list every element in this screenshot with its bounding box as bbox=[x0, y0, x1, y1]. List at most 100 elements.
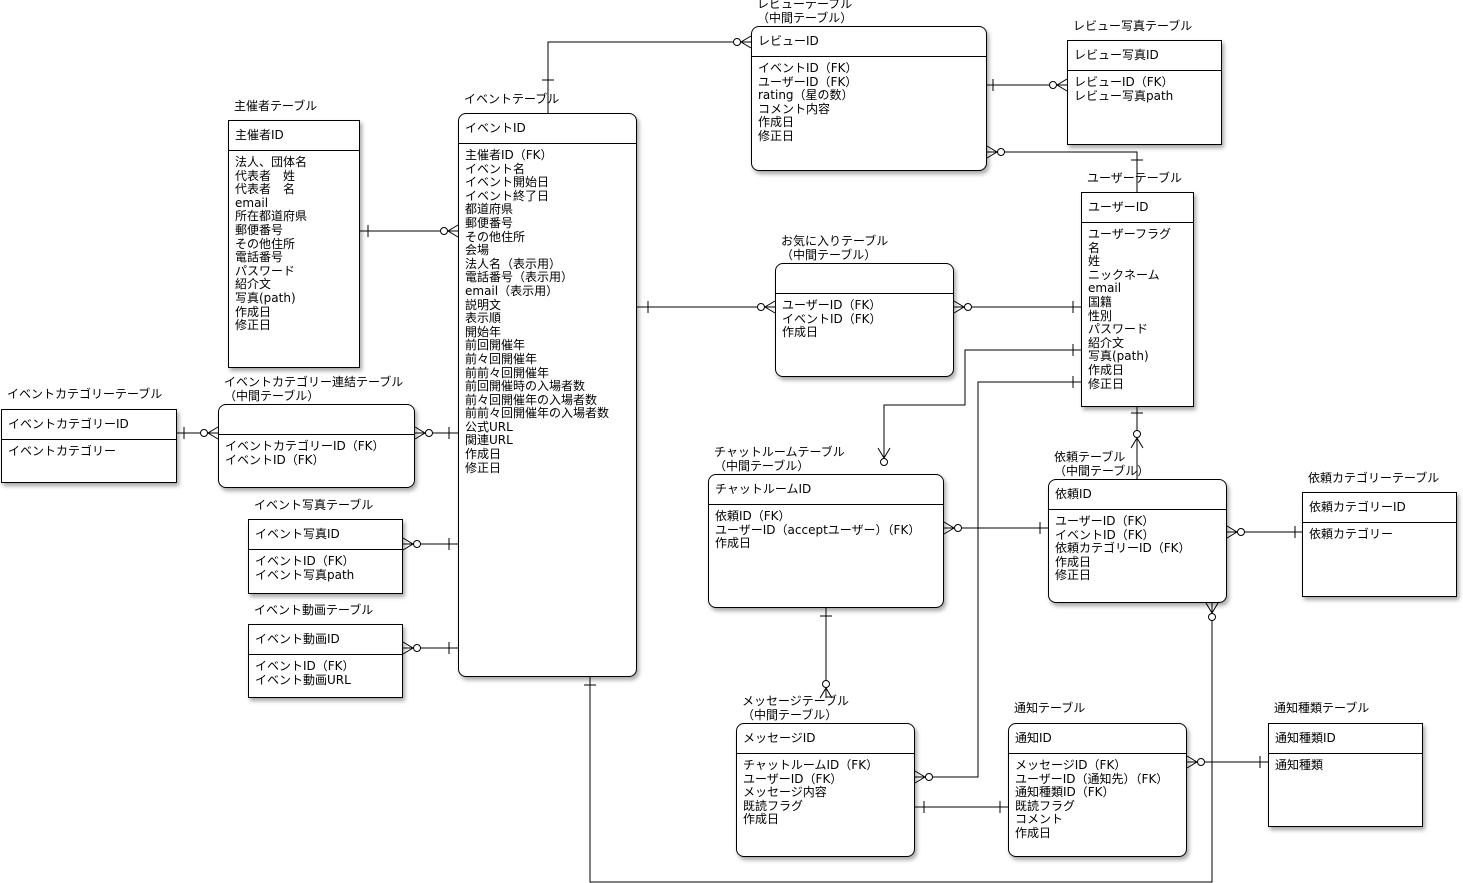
field: イベント写真path bbox=[255, 567, 355, 582]
field: その他住所 bbox=[235, 236, 296, 251]
notification-type-table[interactable]: 通知種類ID 通知種類 bbox=[1268, 723, 1423, 827]
request-primary-key: 依頼ID bbox=[1049, 480, 1226, 510]
event-photo-title-text: イベント写真テーブル bbox=[254, 498, 374, 512]
event-video-title-text: イベント動画テーブル bbox=[254, 603, 374, 617]
zero-mark bbox=[997, 148, 1005, 156]
field: email bbox=[1088, 281, 1122, 296]
field: 名 bbox=[1088, 240, 1101, 255]
review-subtitle-text: （中間テーブル） bbox=[757, 10, 853, 25]
field: ユーザーID（FK） bbox=[758, 74, 858, 89]
field: 所在都道府県 bbox=[235, 209, 308, 224]
event-category-link-table[interactable]: イベントカテゴリーID（FK）イベントID（FK） bbox=[218, 404, 415, 488]
field: 会場 bbox=[465, 243, 490, 258]
notification-type-primary-key: 通知種類ID bbox=[1269, 724, 1422, 754]
field: 前々回開催年 bbox=[465, 351, 538, 366]
chatroom-table-title: チャットルームテーブル（中間テーブル） bbox=[714, 445, 845, 473]
event-category-title-text: イベントカテゴリーテーブル bbox=[7, 387, 163, 401]
field: 作成日 bbox=[743, 812, 780, 827]
zero-mark bbox=[1237, 528, 1245, 536]
field: メッセージID（FK） bbox=[1015, 758, 1127, 772]
field: 前前々回開催年の入場者数 bbox=[465, 406, 610, 421]
field: イベントID（FK） bbox=[758, 61, 858, 75]
event-category-link-table-title: イベントカテゴリー連結テーブル（中間テーブル） bbox=[224, 375, 403, 403]
field: 修正日 bbox=[1055, 568, 1092, 583]
field: イベント動画URL bbox=[255, 672, 351, 687]
zero-mark bbox=[413, 644, 421, 652]
chatroom-primary-key: チャットルームID bbox=[709, 475, 943, 505]
field: ユーザーID（FK） bbox=[743, 771, 843, 786]
event-category-primary-key: イベントカテゴリーID bbox=[2, 410, 176, 440]
field: 表示順 bbox=[465, 311, 502, 326]
field: コメント内容 bbox=[758, 101, 831, 116]
line-event-request bbox=[589, 603, 1213, 883]
field: 代表者 名 bbox=[235, 182, 296, 197]
field: 姓 bbox=[1088, 254, 1101, 269]
many-mark bbox=[1130, 437, 1144, 449]
field: email（表示用） bbox=[465, 283, 559, 298]
request-title-text: 依頼テーブル bbox=[1054, 450, 1126, 464]
field: 作成日 bbox=[1015, 825, 1052, 840]
field: メッセージ内容 bbox=[743, 785, 827, 800]
zero-mark bbox=[1197, 758, 1205, 766]
request-subtitle-text: （中間テーブル） bbox=[1054, 463, 1150, 478]
zero-mark bbox=[200, 429, 208, 437]
review-photo-field-list: レビューID（FK）レビュー写真path bbox=[1068, 71, 1221, 103]
event-photo-primary-key: イベント写真ID bbox=[249, 520, 402, 550]
event-category-link-primary-key bbox=[219, 405, 414, 435]
user-table-title: ユーザーテーブル bbox=[1087, 171, 1182, 186]
field: 前回開催時の入場者数 bbox=[465, 379, 586, 394]
review-field-list: イベントID（FK）ユーザーID（FK）rating（星の数）コメント内容作成日… bbox=[752, 57, 986, 144]
favorite-table[interactable]: ユーザーID（FK）イベントID（FK）作成日 bbox=[775, 263, 954, 377]
field: 通知種類 bbox=[1275, 758, 1324, 772]
field: ユーザーID（通知先）（FK） bbox=[1015, 771, 1169, 786]
organizer-primary-key: 主催者ID bbox=[229, 121, 359, 151]
favorite-primary-key bbox=[776, 264, 953, 294]
chatroom-subtitle-text: （中間テーブル） bbox=[714, 458, 810, 473]
event-category-field-list: イベントカテゴリー bbox=[2, 440, 176, 459]
event-video-table-title: イベント動画テーブル bbox=[254, 603, 374, 618]
field: レビュー写真path bbox=[1074, 88, 1174, 103]
many-mark bbox=[740, 35, 752, 49]
field: 作成日 bbox=[235, 304, 272, 319]
field: イベントID（FK） bbox=[782, 311, 882, 326]
many-mark bbox=[414, 426, 426, 440]
many-mark bbox=[447, 224, 459, 238]
field: 修正日 bbox=[235, 318, 272, 333]
field: 都道府県 bbox=[465, 202, 514, 217]
field: イベント開始日 bbox=[465, 175, 550, 190]
message-subtitle-text: （中間テーブル） bbox=[742, 707, 838, 722]
field: チャットルームID（FK） bbox=[743, 758, 879, 772]
event-video-field-list: イベントID（FK）イベント動画URL bbox=[249, 655, 402, 687]
field: 修正日 bbox=[465, 460, 502, 475]
field: 既読フラグ bbox=[743, 798, 804, 813]
field: 主催者ID（FK） bbox=[465, 148, 553, 162]
zero-mark bbox=[925, 773, 933, 781]
many-mark bbox=[986, 145, 998, 159]
request-table-title: 依頼テーブル（中間テーブル） bbox=[1054, 450, 1150, 478]
field: 作成日 bbox=[465, 447, 502, 462]
many-mark bbox=[1056, 78, 1068, 92]
favorite-subtitle-text: （中間テーブル） bbox=[781, 247, 877, 262]
zero-mark bbox=[1208, 613, 1216, 621]
event-photo-field-list: イベントID（FK）イベント写真path bbox=[249, 550, 402, 582]
field: 作成日 bbox=[758, 115, 795, 130]
event-category-link-field-list: イベントカテゴリーID（FK）イベントID（FK） bbox=[219, 435, 414, 467]
field: 電話番号 bbox=[235, 250, 284, 265]
zero-mark bbox=[425, 429, 433, 437]
field: ニックネーム bbox=[1088, 267, 1160, 282]
